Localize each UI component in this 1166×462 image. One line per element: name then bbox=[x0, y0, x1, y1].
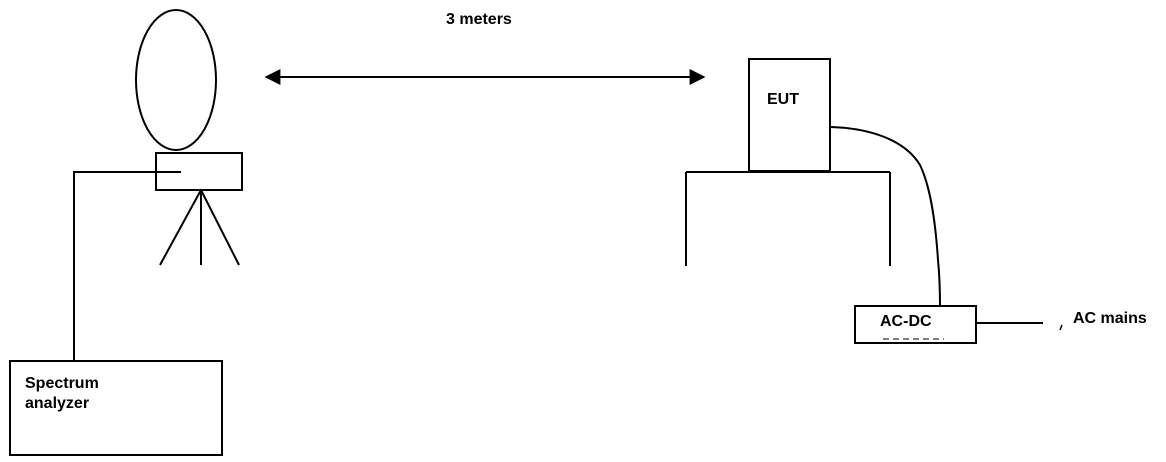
eut-power-cord bbox=[829, 126, 941, 307]
spectrum-label-line1: Spectrum bbox=[25, 375, 99, 392]
ac-dc-adapter bbox=[854, 305, 977, 344]
test-table bbox=[685, 171, 891, 266]
eut-box bbox=[748, 58, 831, 172]
loop-antenna bbox=[135, 9, 217, 151]
antenna-cable bbox=[73, 171, 181, 361]
eut-label: EUT bbox=[767, 91, 799, 108]
ac-mains-label: AC mains bbox=[1073, 310, 1147, 327]
ac-dc-label: AC-DC bbox=[880, 313, 932, 330]
spectrum-analyzer bbox=[9, 360, 223, 456]
mains-cord-tick bbox=[1059, 324, 1063, 331]
spectrum-analyzer-label: Spectrum analyzer bbox=[25, 374, 175, 414]
spectrum-label-line2: analyzer bbox=[25, 395, 90, 412]
distance-label: 3 meters bbox=[446, 11, 512, 28]
tripod bbox=[159, 189, 240, 266]
